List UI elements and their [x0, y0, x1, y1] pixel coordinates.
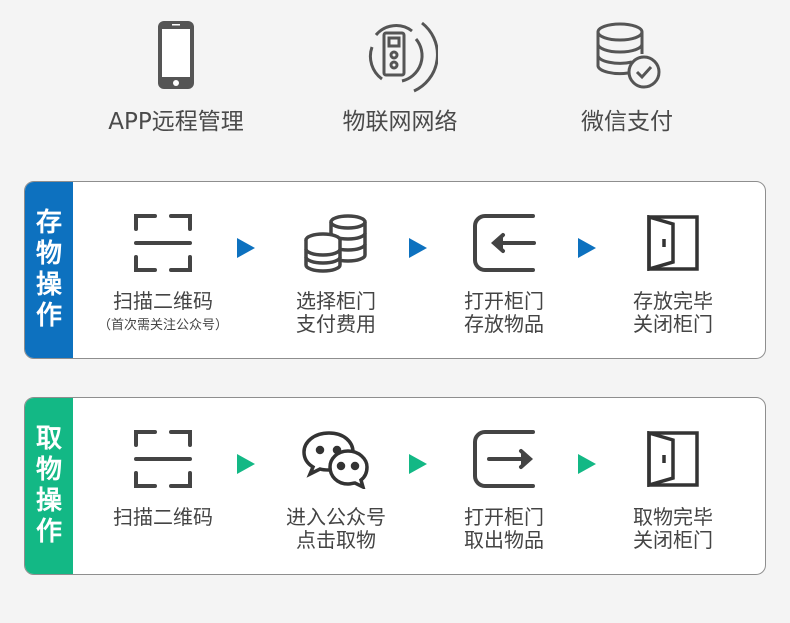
- smartphone-icon: [76, 14, 276, 96]
- feature-label: APP远程管理: [108, 109, 244, 135]
- database-check-icon: [527, 14, 727, 96]
- title-char: 作: [35, 301, 62, 331]
- title-char: 操: [35, 486, 62, 516]
- step-line1: 打开柜门: [464, 289, 544, 313]
- exit-arrow-icon: [419, 426, 589, 492]
- enter-arrow-icon: [419, 210, 589, 276]
- step-line2: 点击取物: [296, 528, 376, 552]
- title-char: 存: [35, 208, 62, 238]
- step-line1: 扫描二维码: [113, 289, 213, 313]
- feature-app-remote: APP远程管理: [76, 14, 276, 136]
- title-char: 取: [35, 424, 62, 454]
- feature-label: 微信支付: [581, 109, 673, 135]
- step-text: 取物完毕 关闭柜门: [588, 506, 758, 552]
- step-line2: 关闭柜门: [633, 312, 713, 336]
- step-line1: 选择柜门: [296, 289, 376, 313]
- step-note: （首次需关注公众号）: [97, 318, 228, 333]
- wechat-icon: [251, 426, 421, 492]
- title-char: 作: [35, 517, 62, 547]
- step-line2: 关闭柜门: [633, 528, 713, 552]
- triangle-arrow-icon: [237, 238, 255, 258]
- panel-title-take: 取 物 操 作: [25, 398, 73, 574]
- triangle-arrow-icon: [409, 454, 427, 474]
- triangle-arrow-icon: [237, 454, 255, 474]
- step-text: 进入公众号 点击取物: [251, 506, 421, 552]
- coins-icon: [251, 210, 421, 276]
- triangle-arrow-icon: [409, 238, 427, 258]
- door-icon: [588, 210, 758, 276]
- feature-label: 物联网网络: [342, 109, 458, 135]
- triangle-arrow-icon: [578, 454, 596, 474]
- step-line1: 取物完毕: [633, 505, 713, 529]
- title-char: 操: [35, 270, 62, 300]
- take-operation-panel: 取 物 操 作 扫描二维码 进: [24, 397, 766, 575]
- panel-title-store: 存 物 操 作: [25, 182, 73, 358]
- step-text: 扫描二维码 （首次需关注公众号）: [78, 290, 248, 334]
- feature-wechat-pay: 微信支付: [527, 14, 727, 136]
- features-row: APP远程管理 物联网网络: [0, 0, 790, 150]
- step-text: 打开柜门 存放物品: [419, 290, 589, 336]
- step-line2: 存放物品: [464, 312, 544, 336]
- step-line1: 打开柜门: [464, 505, 544, 529]
- step-line1: 存放完毕: [633, 289, 713, 313]
- store-operation-panel: 存 物 操 作 扫描二维码 （首次需关注公众号）: [24, 181, 766, 359]
- scan-qr-icon: [78, 426, 248, 492]
- step-text: 扫描二维码: [78, 506, 248, 529]
- scan-qr-icon: [78, 210, 248, 276]
- step-line2: 支付费用: [296, 312, 376, 336]
- step-text: 打开柜门 取出物品: [419, 506, 589, 552]
- iot-device-icon: [300, 14, 500, 96]
- door-icon: [588, 426, 758, 492]
- step-line2: 取出物品: [464, 528, 544, 552]
- step-text: 存放完毕 关闭柜门: [588, 290, 758, 336]
- step-line1: 进入公众号: [286, 505, 386, 529]
- title-char: 物: [35, 455, 62, 485]
- title-char: 物: [35, 239, 62, 269]
- feature-iot: 物联网网络: [300, 14, 500, 136]
- step-text: 选择柜门 支付费用: [251, 290, 421, 336]
- step-line1: 扫描二维码: [113, 505, 213, 529]
- triangle-arrow-icon: [578, 238, 596, 258]
